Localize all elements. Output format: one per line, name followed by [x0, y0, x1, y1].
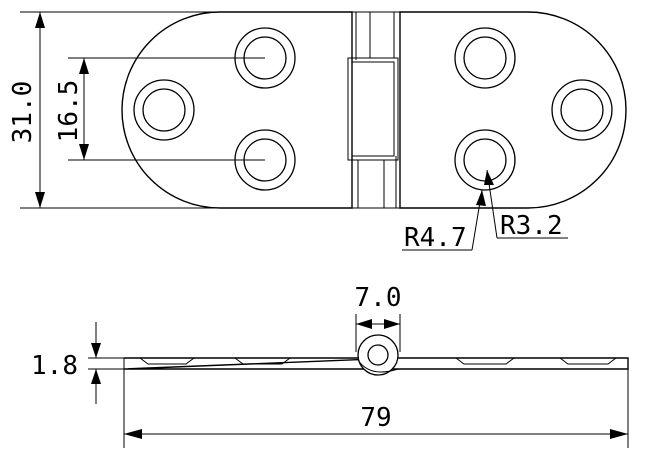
dimension-hole-spacing: 16.5	[54, 57, 265, 161]
dimension-thickness-label: 1.8	[31, 351, 78, 381]
dimension-length-overall-label: 79	[360, 403, 391, 433]
dimension-knuckle-diameter-label: 7.0	[355, 283, 402, 313]
countersink-marks	[139, 357, 617, 365]
dimension-thickness: 1.8	[31, 322, 124, 404]
dimension-hole-spacing-label: 16.5	[54, 80, 84, 143]
dimension-height-overall: 31.0	[8, 11, 220, 209]
dimension-outer-radius: R4.7	[402, 189, 486, 253]
hinge-side-view	[123, 334, 629, 376]
hole-right-middle	[551, 79, 613, 141]
dimension-knuckle-diameter: 7.0	[355, 283, 402, 352]
dimension-inner-radius-label: R3.2	[500, 211, 563, 241]
knuckle-top-view	[347, 11, 400, 209]
knuckle-side-view	[357, 334, 399, 376]
hinge-top-view	[121, 11, 627, 209]
dimension-length-overall: 79	[123, 369, 629, 448]
hole-right-lower	[454, 129, 516, 191]
hole-right-upper	[454, 27, 516, 89]
hole-left-middle	[133, 79, 195, 141]
dimension-outer-radius-label: R4.7	[404, 223, 467, 253]
dimension-height-overall-label: 31.0	[8, 81, 38, 144]
dimension-inner-radius: R3.2	[484, 169, 568, 241]
